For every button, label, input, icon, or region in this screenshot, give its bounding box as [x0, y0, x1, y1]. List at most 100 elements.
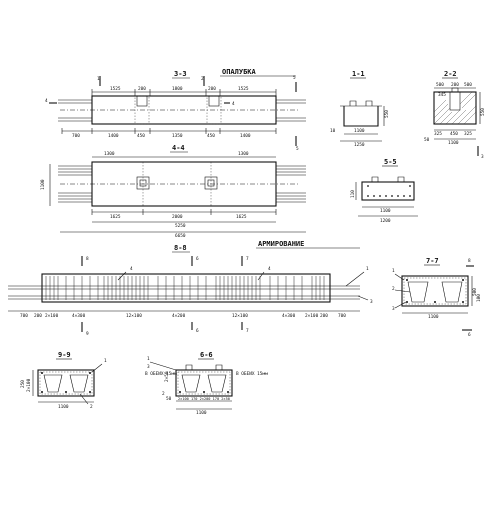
- section-5-5-title: 5-5: [384, 158, 397, 166]
- dim-1525-right: 1525: [238, 86, 249, 92]
- dim-1100-vertical: 1100: [40, 179, 46, 190]
- dim-2-2-1100: 1100: [448, 140, 459, 146]
- section-6-6-note-left: В ОБЕИХ 15мм: [145, 371, 177, 377]
- section-9-9: 9-9 1 2 1100 2×100 250: [20, 351, 107, 410]
- dim-7-7-1100: 1100: [428, 314, 439, 320]
- cut-mark-7-top: 7: [246, 256, 249, 262]
- dim-5-5-1100: 1100: [380, 208, 391, 214]
- section-7-7-pos-1: 1: [392, 268, 395, 274]
- section-9-9-void-right: [69, 374, 89, 393]
- dim-6-6-1100: 1100: [196, 410, 207, 416]
- dim-1625-left: 1625: [110, 214, 121, 220]
- dim-1625-right: 1625: [236, 214, 247, 220]
- dim-7-7-100: 100: [476, 294, 482, 302]
- cut-mark-4-right: 4: [232, 101, 235, 107]
- dim-2-2-550: 550: [480, 108, 486, 116]
- position-4-right: 4: [268, 266, 271, 272]
- dim-6650: 6650: [175, 233, 186, 239]
- dim-8-8-4x200: 4×200: [172, 313, 186, 319]
- dim-9-9-1100: 1100: [58, 404, 69, 410]
- dim-8-8-4x300-right: 4×300: [282, 313, 296, 319]
- section-7-7-pos-2: 2: [392, 286, 395, 292]
- section-3-3-title: 3-3: [174, 70, 187, 78]
- cut-mark-4-left: 4: [45, 98, 48, 104]
- dim-8-8-2x100-right: 2×100: [305, 313, 319, 319]
- cut-mark-7-bottom: 7: [246, 328, 249, 334]
- position-4-left: 4: [130, 266, 133, 272]
- section-3-3: 3-3 1 2 5 4 4 1525 200 1800 200 1525: [45, 70, 306, 152]
- dim-1-1-1100: 1100: [354, 128, 365, 134]
- section-6-6-pos-2: 2: [162, 391, 165, 397]
- dim-6-6-50: 50: [166, 396, 172, 402]
- section-1-1-outline: [343, 106, 379, 127]
- section-9-9-pos-2: 2: [90, 404, 93, 410]
- section-9-9-outline: [37, 369, 95, 397]
- dim-2-2-200: 200: [451, 82, 459, 88]
- dim-450-right: 450: [207, 133, 215, 139]
- section-9-9-title: 9-9: [58, 351, 71, 359]
- dim-2-2-500-right: 500: [464, 82, 472, 88]
- section-5-5: 5-5 1100 1200 110: [350, 158, 418, 224]
- section-6-6-void-right: [207, 374, 227, 393]
- section-4-4-title: 4-4: [172, 144, 185, 152]
- section-6-6-pos-1: 1: [147, 356, 150, 362]
- section-9-9-pos-1: 1: [104, 358, 107, 364]
- dim-8-8-200-right: 200: [320, 313, 328, 319]
- cut-mark-3: 3: [481, 154, 484, 160]
- dim-2-2-325-left: 325: [434, 131, 442, 137]
- dim-1-1-1250: 1250: [354, 142, 365, 148]
- section-2-2: 2-2 500 200 500 345 325 450 325 1100 50 …: [424, 70, 486, 160]
- dim-8-8-200-left: 200: [34, 313, 42, 319]
- section-7-7-void-left: [407, 281, 429, 303]
- section-8-8: 8-8 8 6 7 4 4 700 200 2×100 4×300 12×100…: [8, 244, 373, 337]
- formwork-header: ОПАЛУБКА: [222, 68, 257, 76]
- dim-2-2-450: 450: [450, 131, 458, 137]
- cut-mark-2-top: 2: [201, 76, 204, 82]
- section-6-6: 6-6 1 3 В ОБЕИХ 15мм В ОБЕИХ 15мм 2 50 2…: [145, 351, 268, 416]
- section-1-1: 1-1 1100 1250 10 550: [330, 70, 390, 148]
- dim-2000: 2000: [172, 214, 183, 220]
- dim-6-6-height: 2×50: [164, 371, 170, 382]
- section-2-2-title: 2-2: [444, 70, 457, 78]
- lifting-loop-right: [208, 95, 220, 107]
- reinforcement-header: АРМИРОВАНИЕ: [258, 240, 304, 248]
- section-7-7-title: 7-7: [426, 257, 439, 265]
- dim-8-8-12x100-right: 12×100: [232, 313, 248, 319]
- section-6-6-pos-3: 3: [147, 364, 150, 370]
- cut-mark-6-right: 6: [468, 332, 471, 338]
- dim-7-7-500: 500: [472, 288, 478, 296]
- beam-reinforcement-body: [41, 273, 331, 303]
- dim-5-5-height: 110: [350, 190, 356, 198]
- cut-mark-5-bottom: 5: [296, 146, 299, 152]
- cut-mark-1-top: 1: [97, 76, 100, 82]
- position-1-leader: 1: [366, 266, 369, 272]
- dim-1300-right: 1300: [238, 151, 249, 157]
- section-9-9-void-left: [43, 374, 63, 393]
- dim-2-2-500-left: 500: [436, 82, 444, 88]
- lifting-loop-left: [136, 95, 148, 107]
- dim-700: 700: [72, 133, 80, 139]
- cut-mark-6-bottom: 6: [196, 328, 199, 334]
- dim-8-8-4x300-left: 4×300: [72, 313, 86, 319]
- dim-8-8-12x100-left: 12×100: [126, 313, 142, 319]
- dim-1400-right: 1400: [240, 133, 251, 139]
- section-2-2-hatch: [433, 91, 477, 125]
- dim-1300-left: 1300: [104, 151, 115, 157]
- cut-mark-6-top: 6: [196, 256, 199, 262]
- dim-8-8-700-left: 700: [20, 313, 28, 319]
- dim-1-1-10: 10: [330, 128, 336, 134]
- dim-1525-left: 1525: [110, 86, 121, 92]
- cut-mark-8-top: 8: [86, 256, 89, 262]
- dim-9-9-250: 250: [20, 380, 26, 388]
- section-6-6-void-left: [181, 374, 201, 393]
- section-6-6-note-right: В ОБЕИХ 15мм: [236, 371, 268, 377]
- dim-6-6-bar-spacing: 2×100 170 2×200 170 2×50: [178, 397, 230, 401]
- dim-450-left: 450: [137, 133, 145, 139]
- dim-9-9-2x100: 2×100: [26, 378, 32, 392]
- dim-200-right: 200: [208, 86, 216, 92]
- section-6-6-title: 6-6: [200, 351, 213, 359]
- section-1-1-title: 1-1: [352, 70, 365, 78]
- stirrups-group: [45, 276, 325, 300]
- section-2-2-void: [449, 91, 461, 111]
